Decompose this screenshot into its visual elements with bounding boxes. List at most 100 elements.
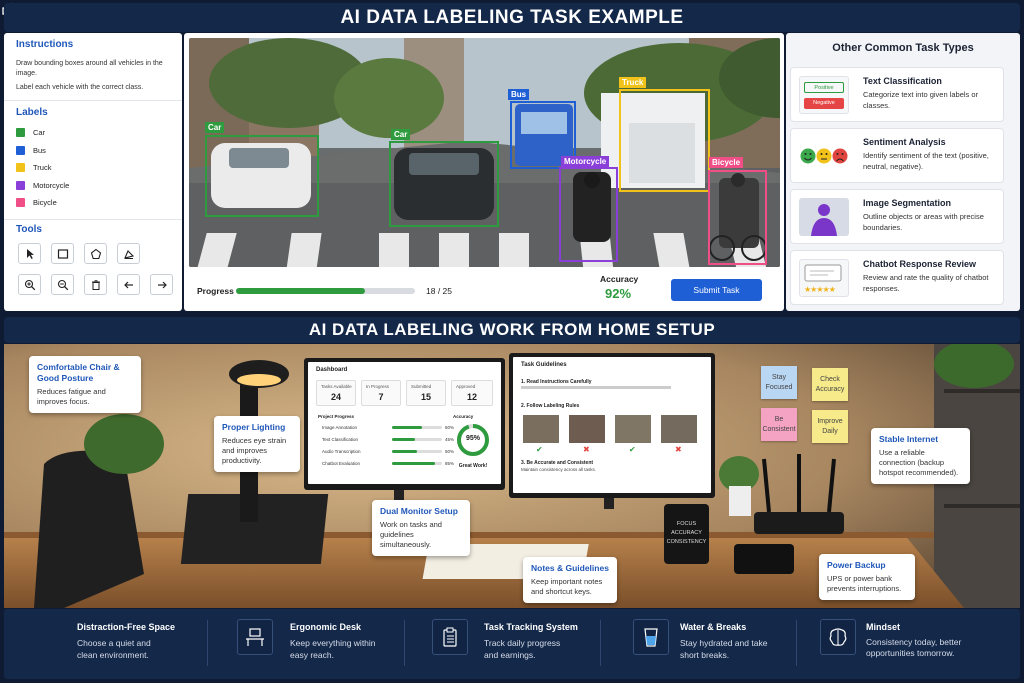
callout-desc: Work on tasks and guidelines simultaneou…	[380, 520, 442, 549]
right-monitor: Task Guidelines 1. Read Instructions Car…	[509, 353, 715, 498]
stat-value: 15	[420, 392, 431, 402]
footer-divider	[207, 620, 208, 666]
callout-title: Dual Monitor Setup	[380, 506, 458, 516]
project-bar	[392, 450, 442, 453]
cross-icon: ✖	[675, 445, 682, 454]
footer-title: Water & Breaks	[680, 622, 747, 632]
bottom-title: AI DATA LABELING WORK FROM HOME SETUP	[4, 317, 1020, 343]
cross-icon: ✖	[583, 445, 590, 454]
delete-button[interactable]	[84, 274, 107, 295]
callout-title: Notes & Guidelines	[531, 563, 609, 573]
example-image	[523, 415, 559, 443]
submit-task-button[interactable]: Submit Task	[671, 279, 762, 301]
polygon-tool-button[interactable]	[84, 243, 107, 264]
bounding-box-truck[interactable]	[619, 89, 710, 192]
footer-title: Mindset	[866, 622, 901, 632]
text-classification-icon: Positive Negative	[799, 76, 849, 114]
bounding-box-motorcycle[interactable]	[559, 167, 618, 262]
rectangle-tool-button[interactable]	[51, 243, 74, 264]
footer-title: Task Tracking System	[484, 622, 578, 632]
segmentation-person-icon	[799, 198, 849, 236]
undo-icon	[123, 281, 133, 288]
accuracy-label: Accuracy	[600, 274, 639, 284]
sticky-note: Improve Daily	[812, 410, 848, 443]
label-name: Truck	[33, 163, 52, 173]
color-swatch	[16, 145, 25, 155]
label-name: Motorcycle	[33, 180, 70, 190]
box-label-truck: Truck	[619, 77, 647, 88]
project-name: Text Classification	[322, 437, 359, 442]
project-bar	[392, 438, 442, 441]
footer-desc: Track daily progress and earnings.	[484, 638, 561, 660]
callout-title: Power Backup	[827, 560, 886, 570]
guideline-step1: 1. Read Instructions Carefully	[521, 379, 592, 385]
task-type-card-chatbot-review[interactable]: ★★★★★ Chatbot Response Review Review and…	[790, 250, 1004, 305]
brush-icon	[123, 249, 134, 259]
footer-title: Distraction-Free Space	[77, 622, 176, 632]
check-icon: ✔	[536, 445, 543, 454]
callout-internet: Stable Internet Use a reliable connectio…	[871, 428, 970, 484]
project-name: Image Annotation	[322, 425, 358, 430]
task-type-desc: Categorize text into given labels or cla…	[863, 90, 979, 110]
bounding-box-car[interactable]	[205, 135, 319, 217]
box-label-car: Car	[205, 122, 225, 133]
water-glass-icon	[633, 619, 669, 655]
project-bar-fill	[392, 438, 415, 441]
task-type-card-text-classification[interactable]: Positive Negative Text Classification Ca…	[790, 67, 1004, 122]
label-item-bus[interactable]: Bus	[16, 142, 166, 160]
redo-button[interactable]	[150, 274, 173, 295]
task-type-title: Sentiment Analysis	[863, 137, 946, 147]
callout-desc: Reduces eye strain and improves producti…	[222, 436, 287, 465]
footer-title: Ergonomic Desk	[290, 622, 362, 632]
progress-bar	[236, 288, 415, 294]
color-swatch	[16, 128, 25, 138]
label-item-motorcycle[interactable]: Motorcycle	[16, 177, 166, 195]
labels-list: Car Bus Truck Motorcycle Bicycle	[16, 124, 166, 212]
undo-button[interactable]	[117, 274, 140, 295]
callout-title: Comfortable Chair & Good Posture	[37, 362, 120, 383]
label-name: Car	[33, 128, 46, 138]
project-bar-fill	[392, 426, 422, 429]
box-label-bus: Bus	[508, 89, 530, 100]
bounding-box-car[interactable]	[389, 141, 499, 227]
street-scene-image[interactable]: Car Car Bus Truck Motorcycle Bicycle	[189, 38, 780, 267]
callout-chair: Comfortable Chair & Good Posture Reduces…	[29, 356, 141, 413]
callout-desc: Reduces fatigue and improves focus.	[37, 387, 106, 406]
mug-text: FOCUS ACCURACY CONSISTENCY	[666, 521, 707, 545]
project-bar-fill	[392, 462, 435, 465]
task-type-desc: Identify sentiment of the text (positive…	[863, 151, 989, 171]
footer-desc: Stay hydrated and take short breaks.	[680, 638, 768, 660]
stat-key: Tasks Available	[321, 384, 352, 389]
project-pct: 85%	[445, 461, 455, 466]
callout-desc: Use a reliable connection (backup hotspo…	[879, 448, 959, 477]
pointer-tool-button[interactable]	[18, 243, 41, 264]
zoom-out-button[interactable]	[51, 274, 74, 295]
project-bar	[392, 426, 442, 429]
accuracy-ring	[457, 424, 489, 456]
footer-desc: Consistency today, better opportunities …	[866, 637, 962, 658]
label-item-car[interactable]: Car	[16, 124, 166, 142]
brush-tool-button[interactable]	[117, 243, 140, 264]
label-item-truck[interactable]: Truck	[16, 159, 166, 177]
zoom-in-button[interactable]	[18, 274, 41, 295]
accuracy-value: 92%	[605, 286, 632, 301]
trash-icon	[91, 279, 100, 290]
task-type-card-sentiment-analysis[interactable]: Sentiment Analysis Identify sentiment of…	[790, 128, 1004, 183]
redo-icon	[157, 281, 167, 288]
label-name: Bicycle	[33, 198, 57, 208]
color-swatch	[16, 163, 25, 173]
star-rating: ★★★★★	[804, 285, 836, 294]
task-type-card-image-segmentation[interactable]: Image Segmentation Outline objects or ar…	[790, 189, 1004, 244]
project-bar	[392, 462, 442, 465]
guideline-step3: 3. Be Accurate and Consistent	[521, 460, 594, 466]
bounding-box-bicycle[interactable]	[708, 170, 767, 265]
bounding-box-bus[interactable]	[510, 101, 576, 169]
label-item-bicycle[interactable]: Bicycle	[16, 194, 166, 212]
